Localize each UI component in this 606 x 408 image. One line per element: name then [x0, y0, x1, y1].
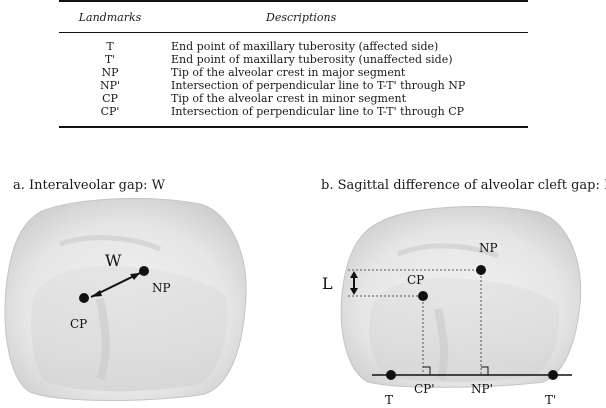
table-row: T End point of maxillary tuberosity (aff…: [59, 33, 528, 54]
right-angle-np: [481, 366, 489, 375]
landmark-cell: CP': [100, 105, 120, 118]
landmark-cell: NP: [101, 66, 119, 79]
description-cell: Tip of the alveolar crest in minor segme…: [171, 92, 406, 105]
landmark-cell: T: [106, 40, 114, 53]
figure-b-caption: b. Sagittal difference of alveolar cleft…: [321, 178, 606, 193]
arrowhead-left: [91, 290, 102, 297]
figure-a-caption: a. Interalveolar gap: W: [13, 178, 165, 193]
description-cell: Intersection of perpendicular line to T-…: [171, 105, 465, 118]
dental-cast-a: [4, 197, 247, 401]
landmark-cell: NP': [99, 79, 121, 92]
cp-point-b: [418, 291, 428, 301]
header-landmarks: Landmarks: [78, 11, 142, 24]
table-row: NP Tip of the alveolar crest in major se…: [59, 66, 528, 79]
np-point-b: [476, 265, 486, 275]
table-row: NP' Intersection of perpendicular line t…: [59, 79, 528, 92]
np-point-a: [139, 266, 149, 276]
description-cell: Intersection of perpendicular line to T-…: [171, 79, 466, 92]
label-w: W: [105, 251, 122, 270]
l-arrowhead-top: [350, 271, 358, 278]
label-t-prime: T': [545, 393, 556, 407]
arrowhead-right: [130, 273, 140, 280]
label-t: T: [385, 393, 393, 407]
description-cell: End point of maxillary tuberosity (affec…: [171, 40, 439, 53]
table-header-row: Landmarks Descriptions: [59, 1, 528, 33]
table-row: CP Tip of the alveolar crest in minor se…: [59, 92, 528, 105]
table-row: T' End point of maxillary tuberosity (un…: [59, 53, 528, 66]
t-point: [386, 370, 396, 380]
description-cell: End point of maxillary tuberosity (unaff…: [171, 53, 453, 66]
label-l: L: [322, 274, 333, 293]
t-prime-point: [548, 370, 558, 380]
label-cp-a: CP: [70, 317, 87, 331]
description-cell: Tip of the alveolar crest in major segme…: [171, 66, 406, 79]
landmarks-table-wrap: Landmarks Descriptions T End point of ma…: [59, 0, 528, 128]
dental-cast-b: [340, 206, 582, 388]
landmarks-table: Landmarks Descriptions T End point of ma…: [59, 0, 528, 128]
landmark-cell: CP: [102, 92, 118, 105]
l-arrowhead-bottom: [350, 288, 358, 295]
landmark-cell: T': [104, 53, 116, 66]
label-cp-b: CP: [407, 273, 424, 287]
figure-b-panel: L NP CP T CP' NP' T': [322, 206, 582, 407]
table-row: CP' Intersection of perpendicular line t…: [59, 105, 528, 127]
label-np-prime: NP': [471, 382, 493, 396]
label-np-b: NP: [479, 241, 498, 255]
label-np-a: NP: [152, 281, 171, 295]
right-angle-cp: [423, 366, 431, 375]
label-cp-prime: CP': [414, 382, 435, 396]
cp-point-a: [79, 293, 89, 303]
figure-a-panel: W NP CP: [4, 197, 247, 401]
header-descriptions: Descriptions: [266, 11, 337, 24]
